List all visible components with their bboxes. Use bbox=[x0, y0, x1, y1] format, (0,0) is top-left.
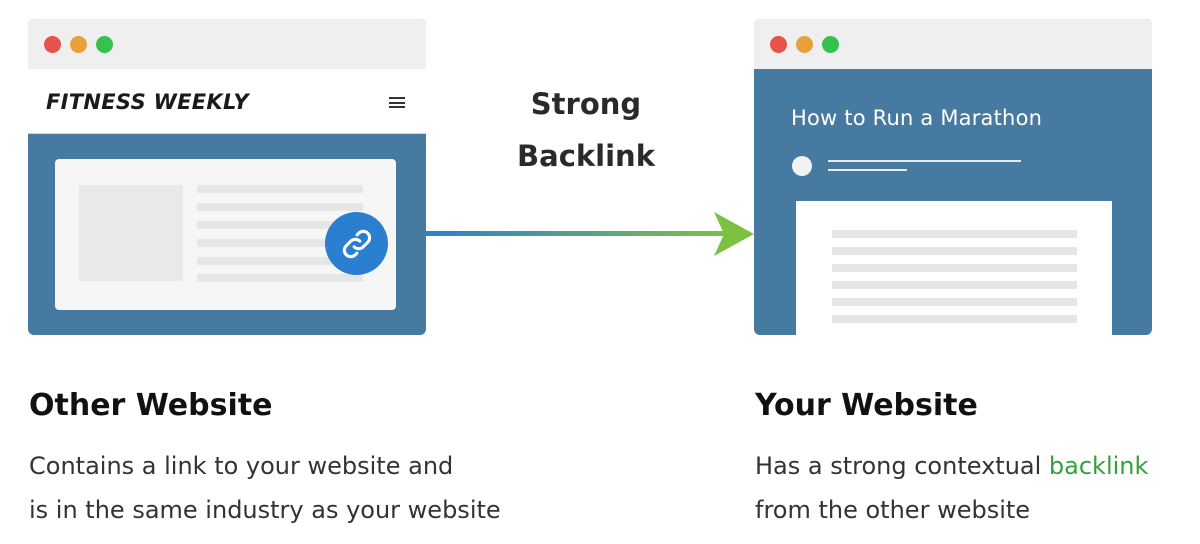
text-line-placeholder bbox=[832, 298, 1077, 306]
text-line-placeholder bbox=[832, 281, 1077, 289]
close-window-dot bbox=[44, 36, 61, 53]
other-website-description: Contains a link to your website and is i… bbox=[29, 444, 501, 532]
site-logo: FITNESS WEEKLY bbox=[46, 90, 249, 114]
other-website-browser: FITNESS WEEKLY bbox=[28, 19, 426, 335]
arrow-shaft bbox=[426, 231, 726, 236]
meta-line-placeholder bbox=[828, 169, 907, 171]
site-header: FITNESS WEEKLY bbox=[28, 69, 426, 134]
link-icon bbox=[342, 229, 371, 258]
description-line: Has a strong contextual backlink bbox=[755, 444, 1148, 488]
description-text: Has a strong contextual bbox=[755, 452, 1049, 480]
backlink-arrow bbox=[426, 212, 754, 256]
close-window-dot bbox=[770, 36, 787, 53]
browser-titlebar bbox=[28, 19, 426, 69]
text-line-placeholder bbox=[197, 185, 363, 193]
text-line-placeholder bbox=[832, 230, 1077, 238]
hamburger-icon bbox=[389, 97, 405, 108]
arrow-head bbox=[714, 212, 754, 256]
author-avatar bbox=[792, 156, 812, 176]
description-line: Contains a link to your website and bbox=[29, 452, 454, 480]
your-website-description: Has a strong contextual backlink from th… bbox=[755, 444, 1148, 532]
arrow-label-line2: Backlink bbox=[517, 139, 655, 173]
maximize-window-dot bbox=[822, 36, 839, 53]
text-line-placeholder bbox=[197, 239, 363, 247]
arrow-label-line1: Strong bbox=[530, 87, 642, 121]
maximize-window-dot bbox=[96, 36, 113, 53]
text-line-placeholder bbox=[197, 257, 363, 265]
meta-line-placeholder bbox=[828, 160, 1021, 162]
article-title: How to Run a Marathon bbox=[791, 106, 1043, 130]
your-website-title: Your Website bbox=[755, 388, 978, 423]
backlink-highlight: backlink bbox=[1048, 452, 1149, 480]
other-website-title: Other Website bbox=[29, 388, 273, 423]
browser-titlebar bbox=[754, 19, 1152, 69]
article-body bbox=[796, 201, 1112, 335]
text-line-placeholder bbox=[197, 274, 363, 282]
description-line: is in the same industry as your website bbox=[29, 496, 501, 524]
text-line-placeholder bbox=[197, 203, 363, 211]
arrow-label: Strong Backlink bbox=[486, 78, 686, 182]
link-badge bbox=[325, 212, 388, 275]
text-line-placeholder bbox=[832, 247, 1077, 255]
your-website-browser: How to Run a Marathon bbox=[754, 19, 1152, 335]
description-line: from the other website bbox=[755, 496, 1031, 524]
minimize-window-dot bbox=[796, 36, 813, 53]
text-line-placeholder bbox=[832, 264, 1077, 272]
text-line-placeholder bbox=[832, 315, 1077, 323]
card-thumbnail bbox=[79, 185, 183, 281]
text-line-placeholder bbox=[197, 221, 363, 229]
minimize-window-dot bbox=[70, 36, 87, 53]
